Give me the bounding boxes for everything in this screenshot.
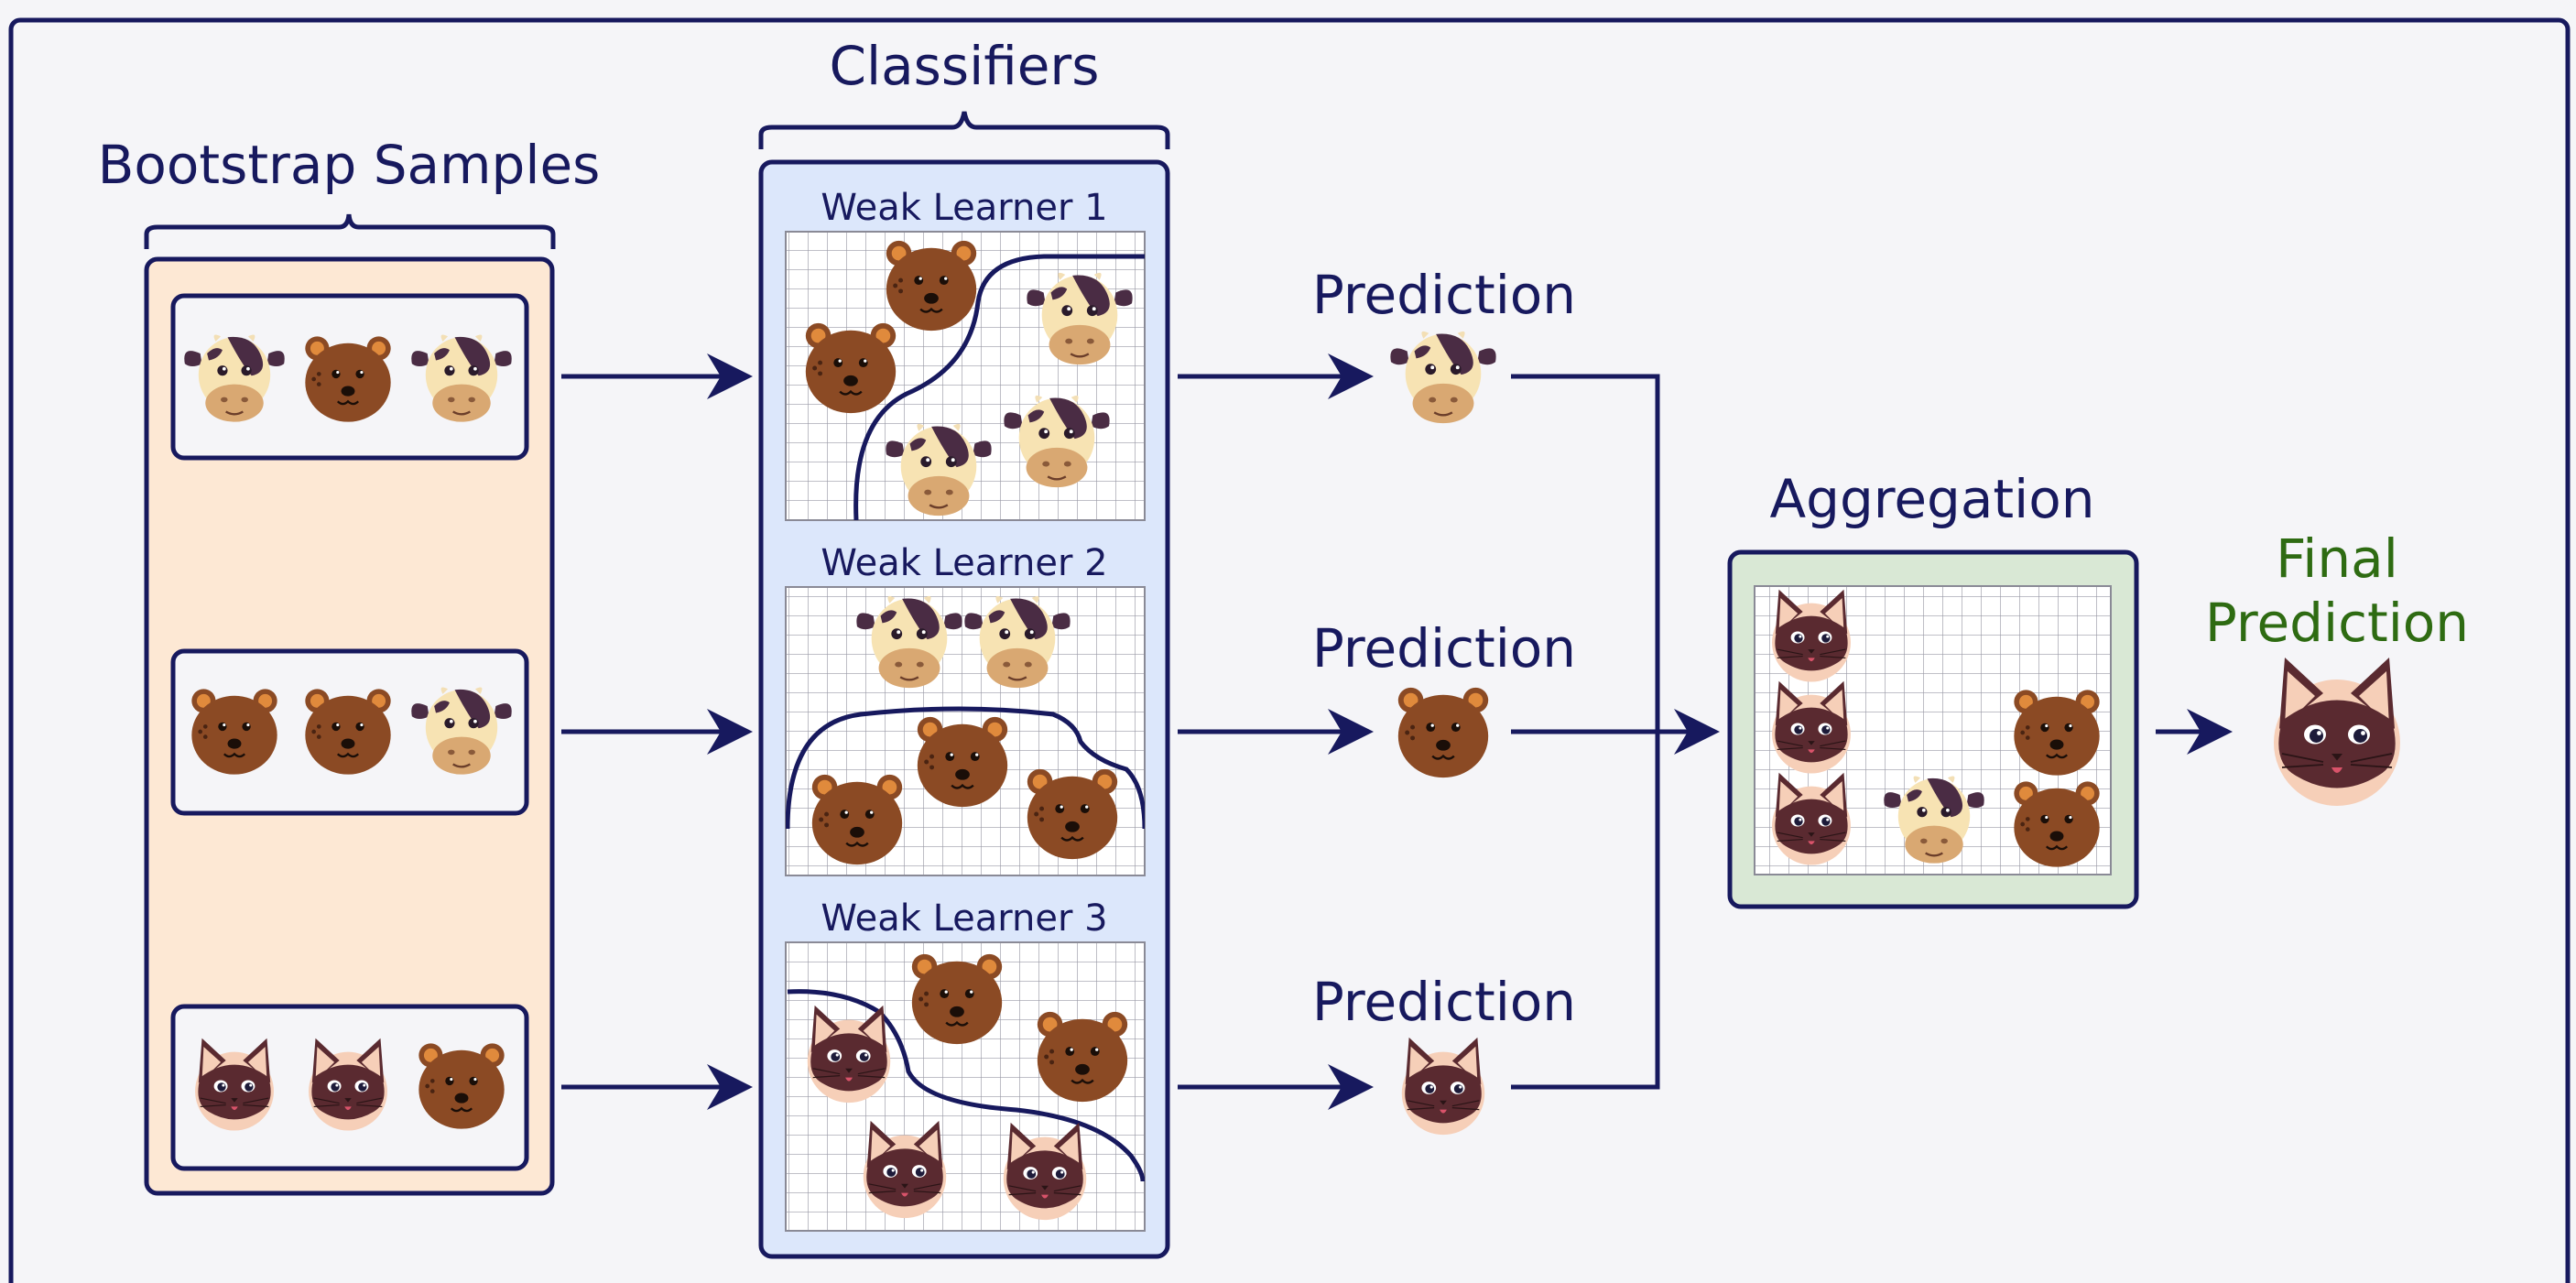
weak-learner-3-label: Weak Learner 3 <box>821 897 1107 940</box>
prediction-2-label: Prediction <box>1312 617 1576 680</box>
weak-learner-2-label: Weak Learner 2 <box>821 542 1107 584</box>
bear-icon <box>1397 686 1490 779</box>
final-title-line1: Final <box>2276 527 2398 590</box>
final-title-line2: Prediction <box>2205 592 2469 654</box>
cat-icon <box>807 1005 891 1104</box>
bear-icon <box>1026 767 1119 861</box>
bear-icon <box>910 952 1004 1046</box>
bear-icon <box>804 321 897 415</box>
aggregation-title: Aggregation <box>1769 468 2094 530</box>
bootstrap-sample-1 <box>170 293 529 461</box>
cat-icon <box>1771 772 1852 866</box>
decision-boundary <box>787 989 1145 1182</box>
bear-icon <box>916 715 1009 809</box>
weak-learner-1-label: Weak Learner 1 <box>821 187 1107 229</box>
cat-icon <box>308 1038 388 1132</box>
bear-icon <box>190 688 278 776</box>
decision-boundary <box>853 254 1145 520</box>
bear-icon <box>1036 1010 1129 1104</box>
cat-icon <box>1771 680 1852 775</box>
bootstrap-sample-3 <box>170 1004 529 1171</box>
bear-icon <box>2013 689 2101 777</box>
bear-icon <box>304 688 392 776</box>
bootstrap-brace <box>144 213 556 249</box>
bear-icon <box>885 239 978 332</box>
bear-icon <box>2013 780 2101 868</box>
prediction-3-label: Prediction <box>1312 971 1576 1033</box>
weak-learner-2: Weak Learner 2 <box>785 542 1146 876</box>
prediction-1-label: Prediction <box>1312 264 1576 326</box>
decision-boundary <box>786 706 1145 830</box>
cat-icon <box>1003 1122 1087 1221</box>
bootstrap-sample-2 <box>170 648 529 816</box>
bootstrap-title: Bootstrap Samples <box>98 134 601 196</box>
weak-learner-1: Weak Learner 1 <box>785 187 1146 521</box>
classifiers-brace <box>758 111 1170 149</box>
bear-icon <box>810 773 904 866</box>
cat-icon <box>194 1038 275 1132</box>
cat-icon <box>863 1120 947 1219</box>
classifiers-title: Classifiers <box>830 35 1100 97</box>
bear-icon <box>304 335 392 423</box>
cat-icon <box>1771 589 1852 683</box>
cat-icon <box>1401 1037 1485 1136</box>
final-cat-icon <box>2273 657 2401 807</box>
outer-frame <box>8 17 2571 1283</box>
bear-icon <box>418 1042 505 1130</box>
weak-learner-3: Weak Learner 3 <box>785 897 1146 1232</box>
